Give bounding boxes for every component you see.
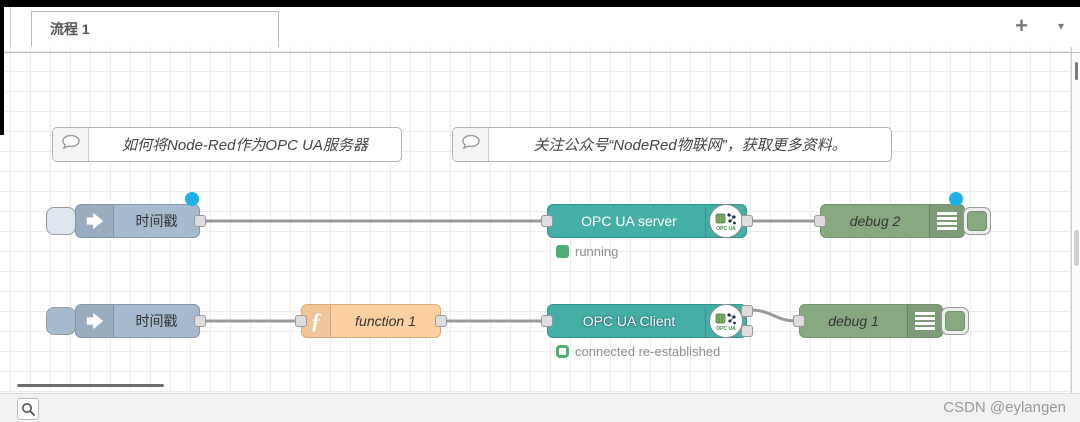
comment-text: 关注公众号“NodeRed物联网”，获取更多资料。 [533, 137, 847, 154]
wire-client-to-debug1[interactable] [748, 308, 799, 323]
output-port[interactable] [741, 215, 753, 227]
opcua-logo-badge: OPC UA [709, 304, 743, 338]
function-icon: ƒ [302, 305, 331, 337]
opcua-client-node[interactable]: OPC UA Client OPC UA [541, 304, 753, 338]
inject-node-1[interactable]: 时间戳 [75, 192, 206, 238]
output-port[interactable] [435, 315, 447, 327]
comment-icon-band [453, 128, 489, 161]
function-node-1[interactable]: ƒ function 1 [295, 304, 447, 338]
comment-text: 如何将Node-Red作为OPC UA服务器 [122, 137, 368, 154]
input-port[interactable] [814, 215, 826, 227]
function-node-label: function 1 [355, 313, 416, 329]
tab-bar-border [0, 52, 1080, 53]
inject-arrow-icon [76, 205, 114, 237]
tab-bar-left-separator [10, 7, 11, 46]
opcua-logo-icon [715, 212, 736, 224]
comment-icon-band [53, 128, 89, 161]
debug-toggle-button-1[interactable] [941, 307, 969, 335]
debug-node-label: debug 2 [849, 213, 901, 229]
client-status: connected re-established [556, 344, 720, 359]
add-flow-button[interactable]: + [1015, 13, 1028, 38]
tab-flow-1[interactable]: 流程 1 [31, 11, 279, 47]
flow-list-dropdown-icon[interactable]: ▾ [1057, 19, 1064, 33]
debug-toggle-inner [945, 311, 965, 331]
inject-button-2[interactable] [46, 307, 76, 335]
output-port-2[interactable] [741, 325, 753, 337]
inject-button-1[interactable] [46, 207, 76, 235]
magnifier-icon [22, 403, 35, 416]
opcua-logo-icon [715, 312, 736, 324]
badge-divider [705, 207, 706, 237]
speech-bubble-icon [461, 134, 481, 155]
opcua-server-label: OPC UA server [581, 213, 677, 229]
underline-mark [17, 384, 164, 387]
inject-arrow-icon [76, 305, 114, 337]
status-dot-icon [556, 245, 569, 258]
debug-list-icon [907, 305, 942, 337]
input-port[interactable] [295, 315, 307, 327]
window-left-edge [0, 0, 4, 135]
opcua-server-node[interactable]: OPC UA server OPC UA [541, 204, 753, 238]
opcua-logo-badge: OPC UA [709, 204, 743, 238]
debug-node-2[interactable]: debug 2 [814, 192, 965, 238]
workspace-tab-bar: 流程 1 + ▾ [0, 7, 1080, 53]
wire-layer [195, 219, 824, 323]
debug-list-icon [929, 205, 964, 237]
output-port[interactable] [194, 215, 206, 227]
output-port-1[interactable] [741, 305, 753, 317]
input-port[interactable] [793, 315, 805, 327]
editor-footer: CSDN @eylangen [0, 393, 1080, 422]
vertical-scrollbar[interactable] [1071, 47, 1080, 393]
status-text: running [575, 244, 619, 259]
inject-node-label: 时间戳 [135, 213, 178, 229]
comment-node-2[interactable]: 关注公众号“NodeRed物联网”，获取更多资料。 [452, 127, 892, 162]
window-top-edge [0, 0, 1080, 7]
server-status: running [556, 244, 618, 259]
input-port[interactable] [541, 315, 553, 327]
debug-toggle-button-2[interactable] [963, 207, 991, 235]
csdn-watermark: CSDN @eylangen [943, 399, 1066, 416]
debug-toggle-inner [967, 211, 987, 231]
status-text: connected re-established [575, 344, 721, 359]
workspace-canvas[interactable]: 如何将Node-Red作为OPC UA服务器 关注公众号“NodeRed物联网”… [0, 47, 1071, 422]
opcua-client-label: OPC UA Client [582, 313, 676, 329]
scrollbar-thumb-dark[interactable] [1075, 62, 1078, 80]
opcua-badge-text: OPC UA [716, 325, 736, 332]
inject-node-2[interactable]: 时间戳 [75, 304, 206, 338]
badge-divider [705, 307, 706, 337]
opcua-badge-text: OPC UA [716, 225, 736, 232]
scrollbar-thumb[interactable] [1074, 230, 1079, 266]
status-ring-icon [556, 345, 569, 358]
search-button[interactable] [17, 398, 39, 420]
speech-bubble-icon [61, 134, 81, 155]
debug-node-label: debug 1 [828, 313, 879, 329]
changed-indicator-dot [185, 192, 199, 206]
debug-node-1[interactable]: debug 1 [793, 304, 943, 338]
inject-node-label: 时间戳 [135, 313, 178, 329]
input-port[interactable] [541, 215, 553, 227]
changed-indicator-dot [949, 192, 963, 206]
output-port[interactable] [194, 315, 206, 327]
tab-flow-1-label: 流程 1 [50, 21, 90, 37]
comment-node-1[interactable]: 如何将Node-Red作为OPC UA服务器 [52, 127, 402, 162]
